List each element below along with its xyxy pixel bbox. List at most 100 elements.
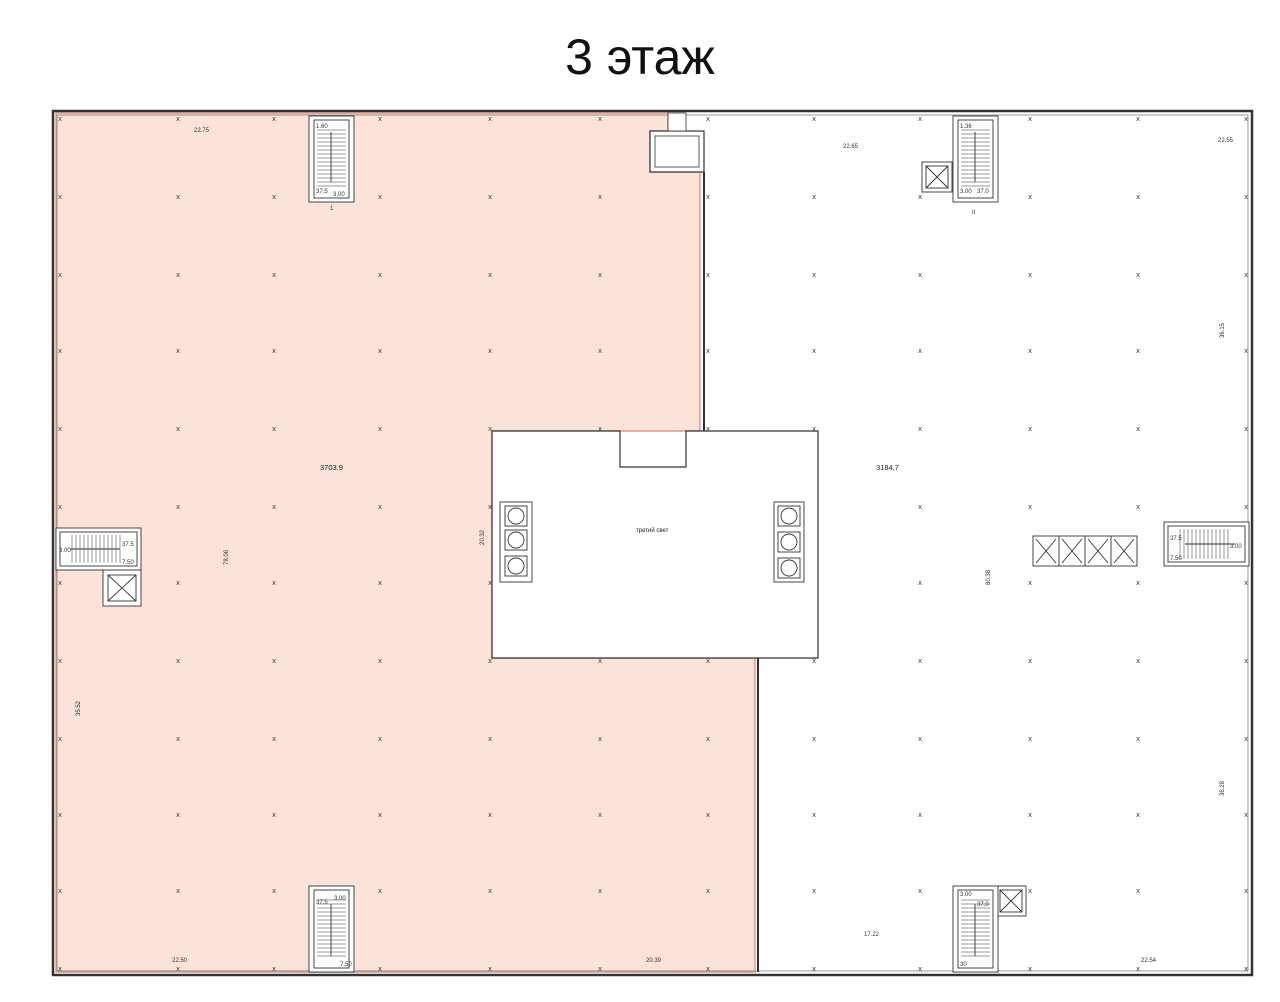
column-marker: x <box>1244 811 1248 819</box>
column-marker: x <box>176 657 180 665</box>
column-marker: x <box>488 115 492 123</box>
shaft-top <box>667 112 687 132</box>
area-right-label: 3184.7 <box>876 463 899 472</box>
column-marker: x <box>918 347 922 355</box>
lift-box-top-right <box>921 161 953 193</box>
column-marker: x <box>918 425 922 433</box>
column-marker: x <box>706 193 710 201</box>
column-marker: x <box>176 503 180 511</box>
column-marker: x <box>58 735 62 743</box>
column-marker: x <box>176 425 180 433</box>
stair-top-left-mark: 1 <box>330 206 334 212</box>
column-marker: x <box>812 193 816 201</box>
stair-top-left-width: 3.00 <box>333 192 345 198</box>
shaft <box>649 130 705 173</box>
column-marker: x <box>272 425 276 433</box>
column-marker: x <box>1244 735 1248 743</box>
column-marker: x <box>812 735 816 743</box>
column-marker: x <box>918 503 922 511</box>
column-marker: x <box>58 965 62 973</box>
column-marker: x <box>1136 579 1140 587</box>
column-marker: x <box>1136 347 1140 355</box>
area-left-label: 3703.9 <box>320 463 343 472</box>
column-marker: x <box>918 579 922 587</box>
column-marker: x <box>812 887 816 895</box>
column-marker: x <box>176 193 180 201</box>
column-marker: x <box>272 811 276 819</box>
column-marker: x <box>488 425 492 433</box>
column-marker: x <box>378 347 382 355</box>
column-marker: x <box>706 811 710 819</box>
column-marker: x <box>918 193 922 201</box>
column-marker: x <box>1136 735 1140 743</box>
column-marker: x <box>58 271 62 279</box>
column-marker: x <box>488 657 492 665</box>
column-marker: x <box>1244 115 1248 123</box>
stair-bottom-left-height: 7.50 <box>340 962 352 968</box>
column-marker: x <box>918 115 922 123</box>
stair-right-width: 3.00 <box>1230 544 1242 550</box>
dim-bottom-center: 17.22 <box>864 932 880 938</box>
column-marker: x <box>918 271 922 279</box>
column-marker: x <box>1136 503 1140 511</box>
stair-bottom-left-width: 3.00 <box>334 896 346 902</box>
column-marker: x <box>58 811 62 819</box>
column-marker: x <box>378 657 382 665</box>
column-marker: x <box>378 425 382 433</box>
stair-bottom-right-width: 3.00 <box>960 892 972 898</box>
column-marker: x <box>378 115 382 123</box>
column-marker: x <box>378 965 382 973</box>
column-marker: x <box>488 503 492 511</box>
column-marker: x <box>1028 965 1032 973</box>
column-marker: x <box>812 425 816 433</box>
column-marker: x <box>272 503 276 511</box>
column-marker: x <box>1244 193 1248 201</box>
column-marker: x <box>1136 965 1140 973</box>
column-marker: x <box>176 115 180 123</box>
column-marker: x <box>378 503 382 511</box>
lift-box-bottom-right <box>995 885 1027 917</box>
stair-left-number: 37.5 <box>122 542 134 548</box>
column-marker: x <box>812 347 816 355</box>
stair-top-right <box>952 115 999 203</box>
stair-right-number: 37.5 <box>1170 536 1182 542</box>
stair-left-width: 3.00 <box>59 548 71 554</box>
column-marker: x <box>1028 657 1032 665</box>
dim-right-upper: 36.15 <box>1220 322 1226 338</box>
column-marker: x <box>58 193 62 201</box>
column-marker: x <box>272 887 276 895</box>
column-marker: x <box>598 811 602 819</box>
stair-right-length: 7.50 <box>1170 556 1182 562</box>
column-marker: x <box>598 193 602 201</box>
column-marker: x <box>918 811 922 819</box>
column-marker: x <box>488 887 492 895</box>
column-marker: x <box>706 735 710 743</box>
elevator-group-right <box>773 501 805 583</box>
elevator-group-left <box>499 501 533 583</box>
column-marker: x <box>1028 887 1032 895</box>
column-marker: x <box>272 193 276 201</box>
column-marker: x <box>272 735 276 743</box>
column-marker: x <box>272 271 276 279</box>
column-marker: x <box>1028 579 1032 587</box>
dim-top-left: 22.75 <box>194 128 210 134</box>
column-marker: x <box>272 965 276 973</box>
column-marker: x <box>706 115 710 123</box>
column-marker: x <box>378 735 382 743</box>
column-marker: x <box>1136 115 1140 123</box>
dim-bottom-left: 22.50 <box>172 958 188 964</box>
column-marker: x <box>812 271 816 279</box>
stair-top-left-height: 1.60 <box>316 124 328 130</box>
column-marker: x <box>1136 271 1140 279</box>
column-marker: x <box>706 271 710 279</box>
column-marker: x <box>378 579 382 587</box>
column-marker: x <box>706 657 710 665</box>
column-marker: x <box>58 425 62 433</box>
dim-right-lower: 36.28 <box>1220 780 1226 796</box>
column-marker: x <box>176 811 180 819</box>
column-marker: x <box>1136 811 1140 819</box>
stair-bottom-right-number: 37.0 <box>977 902 989 908</box>
stair-bottom-right <box>952 885 999 973</box>
column-marker: x <box>1028 503 1032 511</box>
